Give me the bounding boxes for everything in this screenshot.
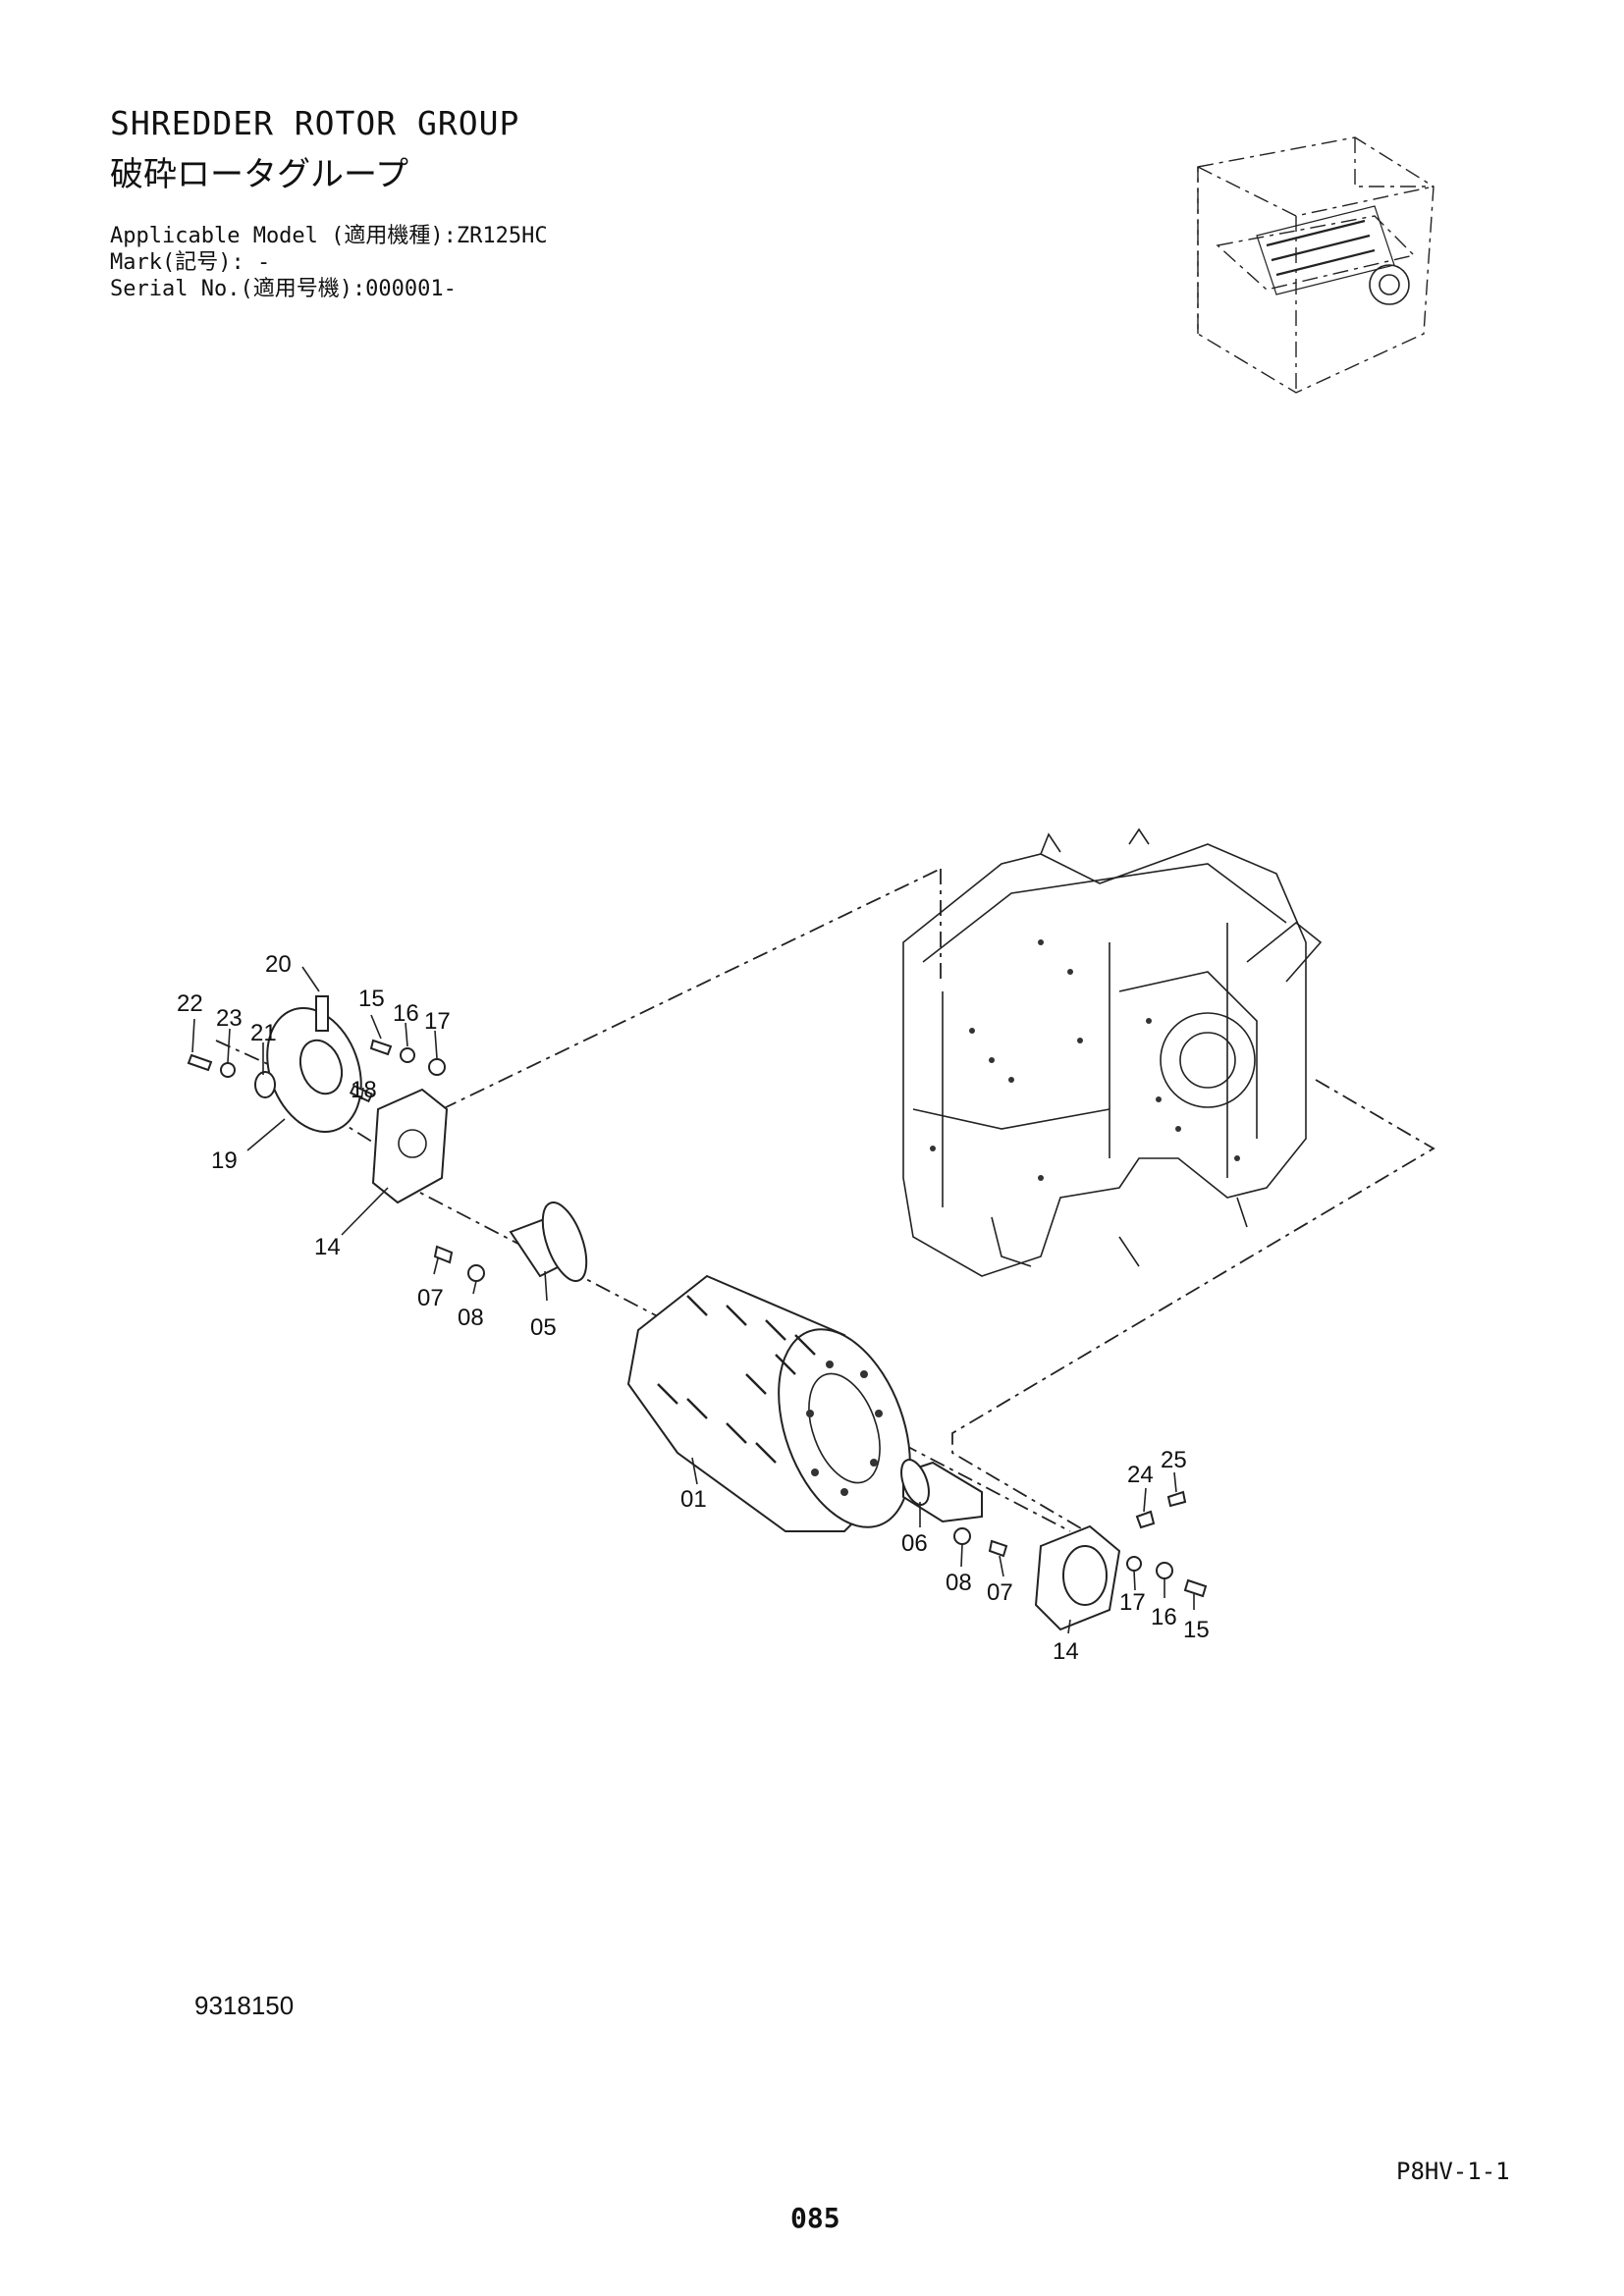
- callout-15-left: 15: [358, 986, 385, 1012]
- callout-07-right: 07: [987, 1579, 1013, 1606]
- serial-number: Serial No.(適用号機):000001-: [110, 277, 457, 301]
- page-number: 085: [790, 2202, 840, 2234]
- callout-16-left: 16: [393, 1000, 419, 1027]
- right-side-parts: [900, 1459, 1208, 1631]
- drawing-number: 9318150: [194, 1991, 295, 2020]
- page-code: P8HV-1-1: [1396, 2158, 1510, 2185]
- locator-thumbnail: [1197, 136, 1435, 394]
- callout-14-left: 14: [314, 1234, 341, 1260]
- callout-05: 05: [530, 1314, 557, 1341]
- callout-07-left: 07: [417, 1285, 444, 1311]
- callout-06: 06: [901, 1530, 928, 1557]
- callout-14-right: 14: [1053, 1638, 1079, 1665]
- callout-18: 18: [351, 1077, 377, 1103]
- left-side-parts: [187, 995, 588, 1282]
- callout-25: 25: [1161, 1447, 1187, 1473]
- main-frame: [902, 828, 1323, 1277]
- callout-19: 19: [211, 1148, 238, 1174]
- leader-lines: [191, 966, 1195, 1634]
- callout-17-left: 17: [424, 1008, 451, 1035]
- shredder-rotor: [626, 1274, 911, 1532]
- page-title: SHREDDER ROTOR GROUP: [110, 104, 520, 142]
- callout-08-left: 08: [458, 1305, 484, 1331]
- callout-22: 22: [177, 990, 203, 1017]
- page-title-japanese: 破砕ロータグループ: [110, 155, 408, 194]
- applicable-model: Applicable Model (適用機種):ZR125HC: [110, 224, 548, 248]
- callout-21: 21: [250, 1020, 277, 1046]
- callout-23: 23: [216, 1005, 243, 1032]
- callout-08-right: 08: [946, 1570, 972, 1596]
- callout-24: 24: [1127, 1462, 1154, 1488]
- callout-01: 01: [680, 1486, 707, 1513]
- callout-16-right: 16: [1151, 1604, 1177, 1630]
- callout-labels: 22 23 21 20 15 16 17 18 19 14 07 08 05 0…: [177, 951, 1210, 1665]
- callout-20: 20: [265, 951, 292, 978]
- callout-17-right: 17: [1119, 1589, 1146, 1616]
- mark-field: Mark(記号): -: [110, 250, 271, 275]
- callout-15-right: 15: [1183, 1617, 1210, 1643]
